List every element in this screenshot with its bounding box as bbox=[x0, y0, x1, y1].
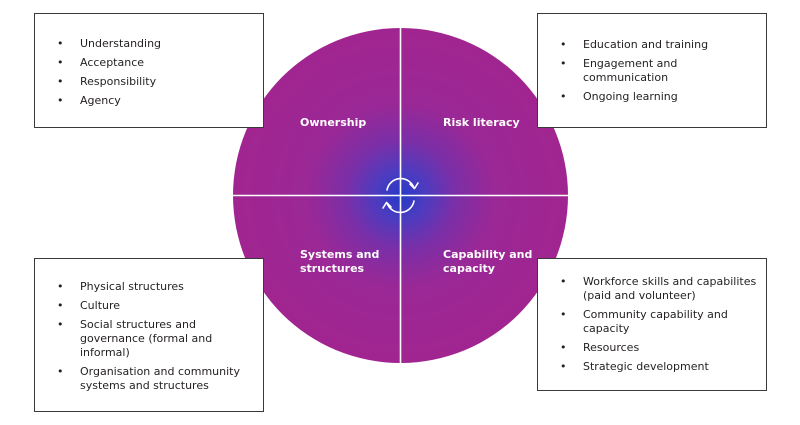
bullet-icon: • bbox=[57, 299, 64, 312]
quadrant-label-line: Capability and bbox=[443, 248, 533, 261]
list-item-text: Social structures and bbox=[80, 318, 196, 331]
quadrant-label-line: Risk literacy bbox=[443, 116, 520, 129]
quadrant-label-line: Ownership bbox=[300, 116, 367, 129]
bullet-icon: • bbox=[57, 318, 64, 331]
quadrant-label-systems-and-structures: Systems and structures bbox=[300, 248, 379, 276]
list-item-text: Resources bbox=[583, 341, 640, 354]
list-item-text: Community capability and bbox=[583, 308, 728, 321]
systems-details-box: • Physical structures • Culture • Social stru… bbox=[34, 258, 264, 412]
systems-list: • Physical structures • Culture • Social stru… bbox=[35, 280, 263, 393]
quadrant-label-line: structures bbox=[300, 262, 365, 275]
list-item-text: informal) bbox=[80, 346, 130, 359]
list-item-text: (paid and volunteer) bbox=[583, 289, 696, 302]
list-item: • Agency bbox=[35, 94, 263, 108]
list-item-text: Understanding bbox=[80, 37, 162, 50]
bullet-icon: • bbox=[560, 360, 567, 373]
bullet-icon: • bbox=[57, 75, 64, 88]
list-item: • Education and training bbox=[538, 38, 766, 52]
list-item-text: capacity bbox=[583, 322, 630, 335]
bullet-icon: • bbox=[560, 38, 567, 51]
list-item-text: Strategic development bbox=[583, 360, 709, 373]
list-item-text: Culture bbox=[80, 299, 121, 312]
ownership-list: • Understanding • Acceptance • Responsibility… bbox=[35, 37, 263, 108]
list-item: • Understanding bbox=[35, 37, 263, 51]
framework-wheel bbox=[233, 28, 568, 363]
bullet-icon: • bbox=[57, 365, 64, 378]
list-item-text: Workforce skills and capabilites bbox=[583, 275, 757, 288]
list-item-text: Engagement and bbox=[583, 57, 678, 70]
bullet-icon: • bbox=[57, 37, 64, 50]
quadrant-label-risk-literacy: Risk literacy bbox=[443, 116, 520, 130]
list-item: • Acceptance bbox=[35, 56, 263, 70]
list-item-text: Education and training bbox=[583, 38, 709, 51]
bullet-icon: • bbox=[57, 94, 64, 107]
list-item: • Resources bbox=[538, 341, 766, 355]
list-item: • Workforce skills and capabilites(paid a… bbox=[538, 275, 766, 303]
list-item: • Culture bbox=[35, 299, 263, 313]
bullet-icon: • bbox=[560, 341, 567, 354]
list-item-text: governance (formal and bbox=[80, 332, 213, 345]
list-item-text: systems and structures bbox=[80, 379, 209, 392]
bullet-icon: • bbox=[560, 308, 567, 321]
capability-list: • Workforce skills and capabilites(paid a… bbox=[538, 275, 766, 374]
ownership-details-box: • Understanding • Acceptance • Responsibility… bbox=[34, 13, 264, 128]
bullet-icon: • bbox=[560, 57, 567, 70]
list-item: • Physical structures bbox=[35, 280, 263, 294]
list-item-text: Agency bbox=[80, 94, 121, 107]
quadrant-label-capability-and-capacity: Capability and capacity bbox=[443, 248, 532, 276]
refresh-cycle-icon bbox=[382, 177, 419, 214]
list-item-text: Responsibility bbox=[80, 75, 157, 88]
list-item-text: communication bbox=[583, 71, 669, 84]
bullet-icon: • bbox=[57, 280, 64, 293]
capability-details-box: • Workforce skills and capabilites(paid a… bbox=[537, 258, 767, 391]
quadrant-label-line: Systems and bbox=[300, 248, 380, 261]
bullet-icon: • bbox=[560, 275, 567, 288]
quadrant-label-line: capacity bbox=[443, 262, 495, 275]
quadrant-label-ownership: Ownership bbox=[300, 116, 366, 130]
list-item: • Strategic development bbox=[538, 360, 766, 374]
list-item-text: Physical structures bbox=[80, 280, 184, 293]
bullet-icon: • bbox=[57, 56, 64, 69]
list-item: • Responsibility bbox=[35, 75, 263, 89]
list-item-text: Ongoing learning bbox=[583, 90, 678, 103]
list-item-text: Organisation and community bbox=[80, 365, 240, 378]
list-item-text: Acceptance bbox=[80, 56, 145, 69]
bullet-icon: • bbox=[560, 90, 567, 103]
list-item: • Ongoing learning bbox=[538, 90, 766, 104]
